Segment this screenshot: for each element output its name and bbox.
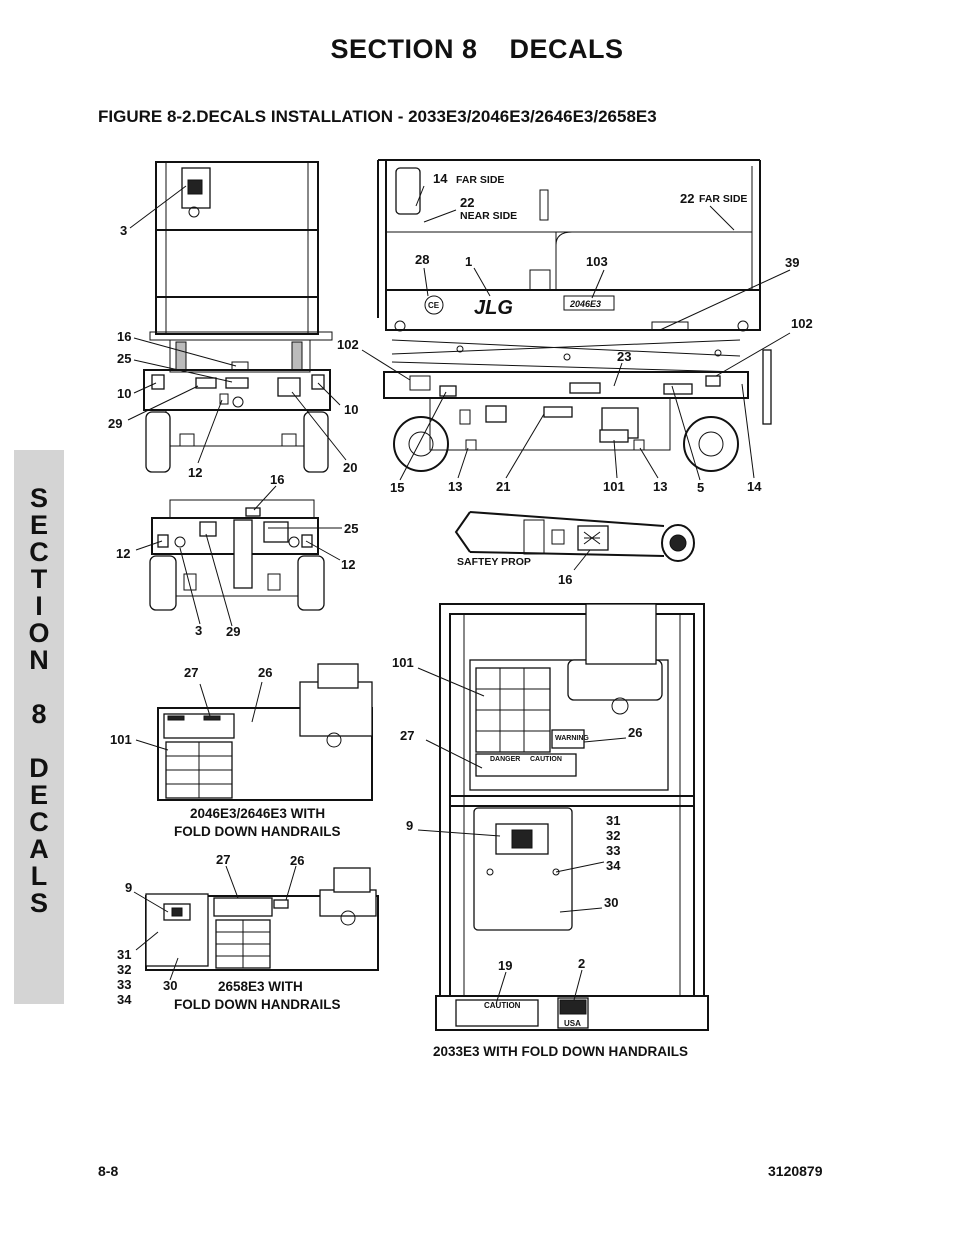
callout-14: 14: [747, 479, 762, 494]
callout-26: 26: [290, 853, 304, 868]
callout-14: 14: [433, 171, 448, 186]
danger-decal-text: DANGER: [490, 756, 520, 763]
callout-21: 21: [496, 479, 510, 494]
callout-101: 101: [603, 479, 625, 494]
callout-101: 101: [110, 732, 132, 747]
callout-9: 9: [125, 880, 132, 895]
callout-10: 10: [117, 386, 131, 401]
callout-102: 102: [791, 316, 813, 331]
callout-9: 9: [406, 818, 413, 833]
side-view-machine: CE JLG 2046E3: [361, 159, 791, 481]
usa-decal-text: USA: [564, 1019, 581, 1028]
callout-15: 15: [390, 480, 404, 495]
callout-19: 19: [498, 958, 512, 973]
callout-22: 22: [680, 191, 694, 206]
model-decal: 2046E3: [569, 299, 601, 309]
callout-32: 32: [606, 828, 620, 843]
rear-view-machine: [127, 161, 347, 473]
caution-decal-bottom: CAUTION: [484, 1001, 521, 1010]
callout-33: 33: [606, 843, 620, 858]
callout-31: 31: [606, 813, 620, 828]
callout-25: 25: [117, 351, 131, 366]
callout-30: 30: [163, 978, 177, 993]
callout-2: 2: [578, 956, 585, 971]
side-tab-letter: O: [28, 618, 50, 648]
safety-prop-view: [454, 511, 695, 571]
side-tab-letter: C: [29, 807, 49, 837]
section-title: SECTION 8 DECALS: [330, 34, 624, 64]
side-tab-letter: S: [29, 888, 48, 918]
handrail-panel-2046e3: [135, 663, 373, 801]
far-side-note: FAR SIDE: [699, 193, 747, 205]
callout-30: 30: [604, 895, 618, 910]
callout-27: 27: [184, 665, 198, 680]
figure-title: FIGURE 8-2.DECALS INSTALLATION - 2033E3/…: [98, 107, 657, 126]
side-tab-letter: A: [29, 834, 49, 864]
callout-33: 33: [117, 977, 131, 992]
document-number: 3120879: [768, 1163, 823, 1179]
callout-31: 31: [117, 947, 131, 962]
callout-103: 103: [586, 254, 608, 269]
caption-2046e3-line2: FOLD DOWN HANDRAILS: [174, 824, 340, 839]
caption-2046e3-line1: 2046E3/2646E3 WITH: [190, 806, 325, 821]
side-tab-letter: L: [30, 861, 48, 891]
side-tab-letter: E: [29, 780, 48, 810]
side-tab-letter: S: [29, 483, 48, 513]
callout-5: 5: [697, 480, 704, 495]
callout-1: 1: [465, 254, 472, 269]
callout-23: 23: [617, 349, 631, 364]
callout-39: 39: [785, 255, 799, 270]
callout-34: 34: [117, 992, 132, 1007]
caption-2658e3-line2: FOLD DOWN HANDRAILS: [174, 997, 340, 1012]
callout-16: 16: [558, 572, 572, 587]
callout-16: 16: [117, 329, 131, 344]
side-tab-letter: N: [29, 645, 49, 675]
callout-28: 28: [415, 252, 429, 267]
rear-chassis-view: [135, 485, 342, 627]
front-view-2033e3: WARNING DANGER CAUTION CAUTION USA: [417, 603, 709, 1031]
handrail-panel-2658e3: [133, 865, 379, 981]
near-side-note: NEAR SIDE: [460, 210, 517, 222]
callout-13: 13: [653, 479, 667, 494]
callout-25: 25: [344, 521, 358, 536]
callout-12: 12: [116, 546, 130, 561]
callout-27: 27: [216, 852, 230, 867]
callout-101: 101: [392, 655, 414, 670]
side-tab-letter: E: [29, 510, 48, 540]
section-side-tab: S E C T I O N 8 D E C A L S: [14, 450, 64, 1004]
page-number: 8-8: [98, 1163, 119, 1179]
callout-12: 12: [188, 465, 202, 480]
callout-26: 26: [258, 665, 272, 680]
callout-26: 26: [628, 725, 642, 740]
callout-10: 10: [344, 402, 358, 417]
callout-3: 3: [120, 223, 127, 238]
callout-12: 12: [341, 557, 355, 572]
far-side-note: FAR SIDE: [456, 174, 504, 186]
callout-29: 29: [226, 624, 240, 639]
side-tab-letter: T: [30, 564, 48, 594]
jlg-logo: JLG: [474, 297, 513, 319]
callout-34: 34: [606, 858, 621, 873]
callout-29: 29: [108, 416, 122, 431]
side-tab-letter: I: [35, 591, 43, 621]
svg-text:CE: CE: [428, 301, 440, 310]
callout-102: 102: [337, 337, 359, 352]
callout-20: 20: [343, 460, 357, 475]
side-tab-letter: 8: [31, 699, 47, 729]
side-tab-letter: D: [29, 753, 49, 783]
callout-22: 22: [460, 195, 474, 210]
saftey-prop-label: SAFTEY PROP: [457, 556, 531, 568]
callout-16: 16: [270, 472, 284, 487]
caution-decal-text: CAUTION: [530, 756, 562, 763]
caption-2658e3-line1: 2658E3 WITH: [218, 979, 303, 994]
caption-2033e3: 2033E3 WITH FOLD DOWN HANDRAILS: [433, 1044, 688, 1059]
warning-decal-text: WARNING: [555, 735, 589, 742]
callout-27: 27: [400, 728, 414, 743]
callout-13: 13: [448, 479, 462, 494]
side-tab-letter: C: [29, 537, 49, 567]
callout-32: 32: [117, 962, 131, 977]
callout-3: 3: [195, 623, 202, 638]
